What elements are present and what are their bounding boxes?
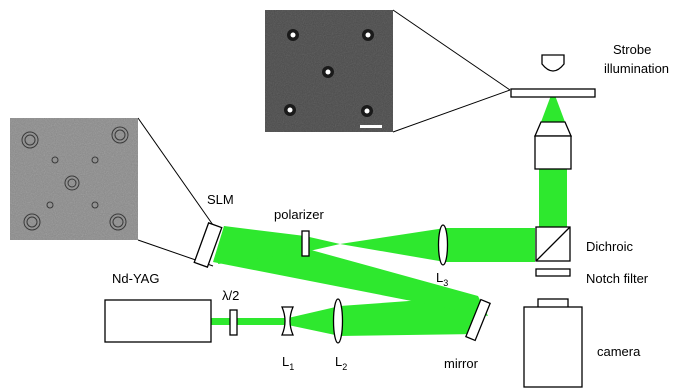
beam-segment-l1-l2 <box>288 306 340 336</box>
strobe-lamp <box>541 54 565 72</box>
polarizer <box>301 230 310 257</box>
notch-filter <box>535 268 571 277</box>
beam-segment-slm-polarizer <box>218 226 305 264</box>
beam-segment-l3-dichroic <box>445 228 535 262</box>
hologram-inset <box>10 117 214 267</box>
trapped-particles <box>284 29 374 117</box>
label-l3: L3 <box>436 270 448 288</box>
label-dichroic: Dichroic <box>586 239 633 254</box>
label-slm: SLM <box>207 192 234 207</box>
laser-beam-path <box>210 90 567 336</box>
dichroic-mirror <box>535 226 571 262</box>
mirror <box>465 298 491 342</box>
microscope-objective <box>534 121 572 170</box>
label-notch-filter: Notch filter <box>586 271 649 286</box>
sample-inset-connector-bottom <box>392 89 511 133</box>
hologram-inset-connector-top <box>137 117 214 226</box>
scale-bar <box>360 125 382 128</box>
sample-slide <box>510 88 596 98</box>
label-camera: camera <box>597 344 641 359</box>
beam-segment-polarizer-focus <box>305 236 340 252</box>
label-strobe-line2: illumination <box>604 61 669 76</box>
beam-segment-focus-l3 <box>340 228 445 262</box>
sample-inset <box>265 9 511 133</box>
label-polarizer: polarizer <box>274 207 325 222</box>
sample-inset-connector-top <box>392 9 511 91</box>
lens-l1 <box>281 306 294 336</box>
beam-segment-laser-l1 <box>210 318 288 325</box>
label-nd-yag: Nd-YAG <box>112 271 159 286</box>
nd-yag-laser <box>104 299 212 343</box>
label-l2: L2 <box>335 354 347 372</box>
label-strobe-line1: Strobe <box>613 42 651 57</box>
half-wave-plate <box>229 309 238 336</box>
beam-segment-objective-sample <box>541 90 565 122</box>
label-half-wave-plate: λ/2 <box>222 288 239 303</box>
hologram-rings <box>21 126 129 231</box>
label-l1: L1 <box>282 354 294 372</box>
lens-l2 <box>332 298 344 344</box>
camera <box>523 298 583 388</box>
beam-segment-dichroic-objective <box>539 168 567 228</box>
slm <box>193 222 223 268</box>
lens-l3 <box>437 224 449 266</box>
label-mirror: mirror <box>444 356 479 371</box>
